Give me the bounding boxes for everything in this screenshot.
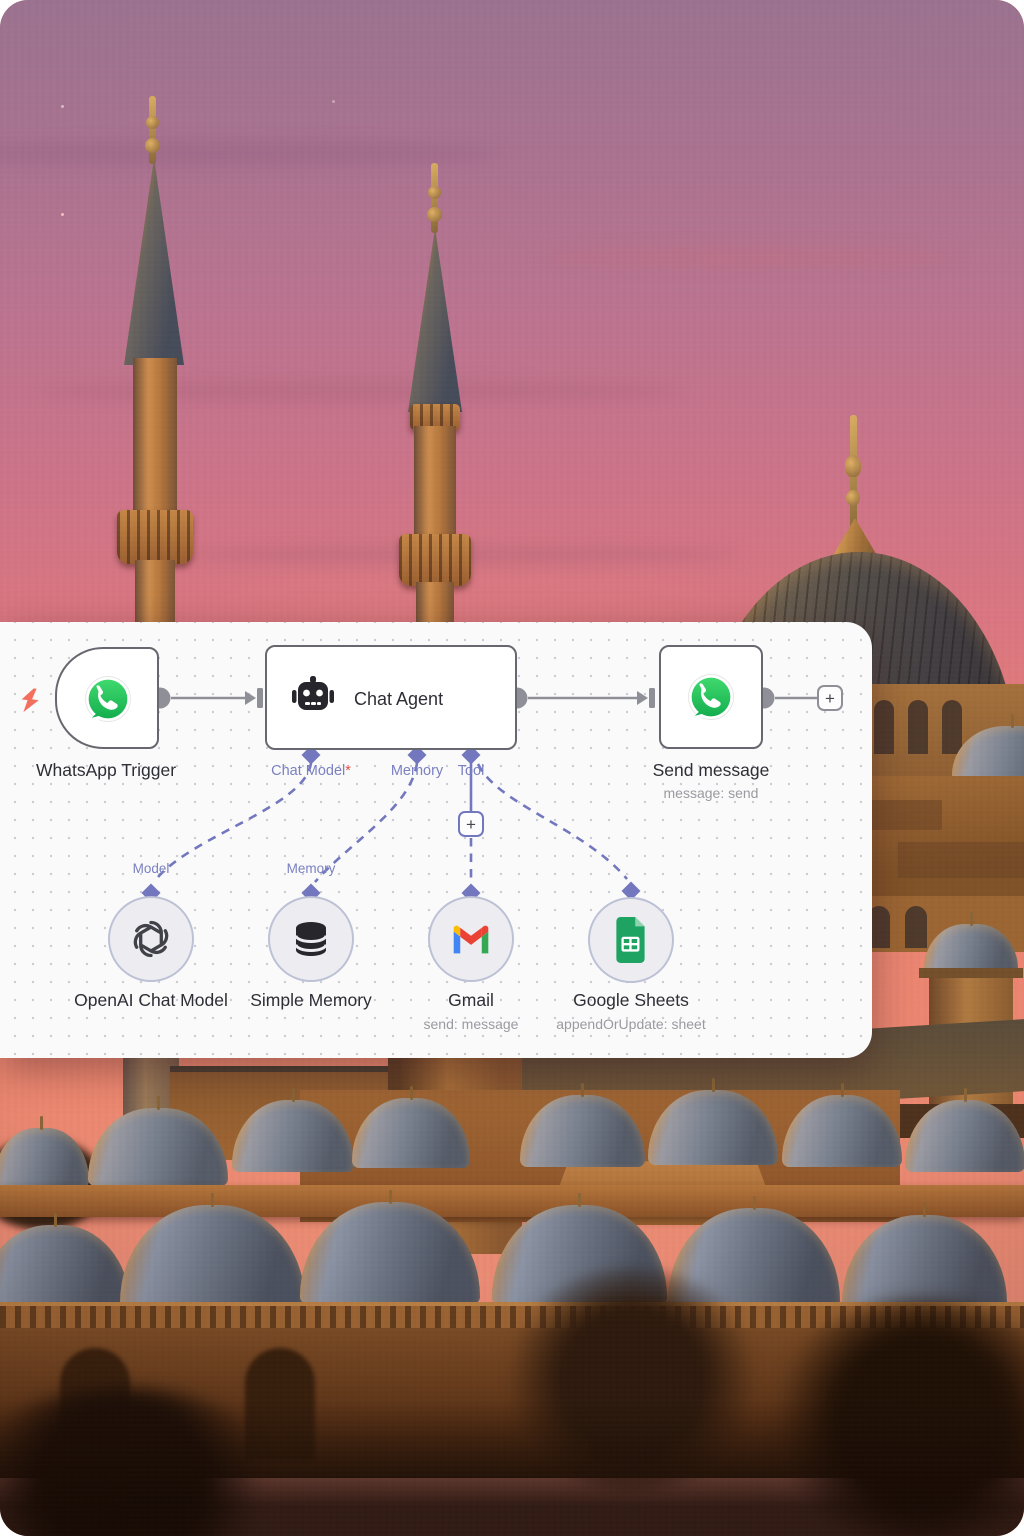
google-sheets-node[interactable] [588,897,674,983]
send-node-label: Send message [652,760,770,780]
whatsapp-icon [85,676,131,724]
chat-agent-node[interactable]: Chat Agent [265,645,517,750]
openai-chat-model-node[interactable] [108,896,194,982]
workflow-canvas[interactable]: WhatsApp Trigger Chat Agent Chat Model* [0,622,872,1058]
robot-icon [292,676,334,710]
required-asterisk: * [345,763,351,779]
database-icon [294,922,328,956]
add-next-node-button[interactable]: + [817,685,843,711]
google-sheets-icon [616,917,645,963]
agent-port-label-memory: Memory [390,763,444,779]
whatsapp-icon [688,674,734,722]
memory-node-label: Simple Memory [250,990,372,1010]
whatsapp-trigger-node[interactable] [55,647,159,749]
openai-node-label: OpenAI Chat Model [74,990,228,1010]
agent-chat-model-port[interactable] [301,745,321,765]
agent-port-label-tool: Tool [457,763,485,779]
model-port-label: Model [132,861,170,876]
gmail-node-sublabel: send: message [423,1016,519,1032]
sheets-node-label: Google Sheets [573,990,689,1010]
send-message-node[interactable] [659,645,763,749]
add-tool-button[interactable]: + [458,811,484,837]
openai-icon [133,920,169,958]
gmail-node[interactable] [428,896,514,982]
agent-node-title: Chat Agent [354,689,444,709]
star [61,213,64,216]
trigger-bolt-icon [21,688,39,713]
gmail-icon [453,925,489,953]
send-node-sublabel: message: send [663,785,759,801]
agent-port-label-chat-model: Chat Model* [271,763,351,779]
simple-memory-node[interactable] [268,896,354,982]
star [332,100,335,103]
agent-tool-port[interactable] [461,745,481,765]
trigger-node-label: WhatsApp Trigger [35,760,177,780]
star [61,105,64,108]
memory-port-label: Memory [286,861,336,876]
sheets-input-port[interactable] [621,881,641,901]
agent-memory-port[interactable] [407,745,427,765]
sheets-node-sublabel: appendOrUpdate: sheet [556,1016,706,1032]
gmail-node-label: Gmail [448,990,494,1010]
